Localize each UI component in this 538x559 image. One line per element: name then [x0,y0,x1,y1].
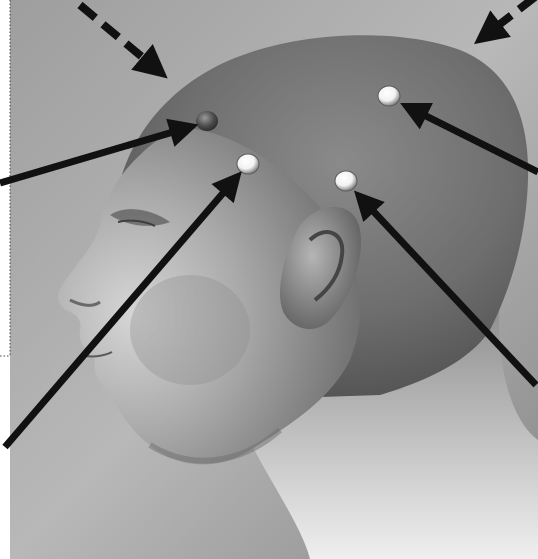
cheek-shadow [130,275,250,385]
temple-marker [237,154,259,174]
forehead-marker [196,111,218,131]
above-ear-marker [335,171,357,191]
crown-marker [378,86,400,106]
